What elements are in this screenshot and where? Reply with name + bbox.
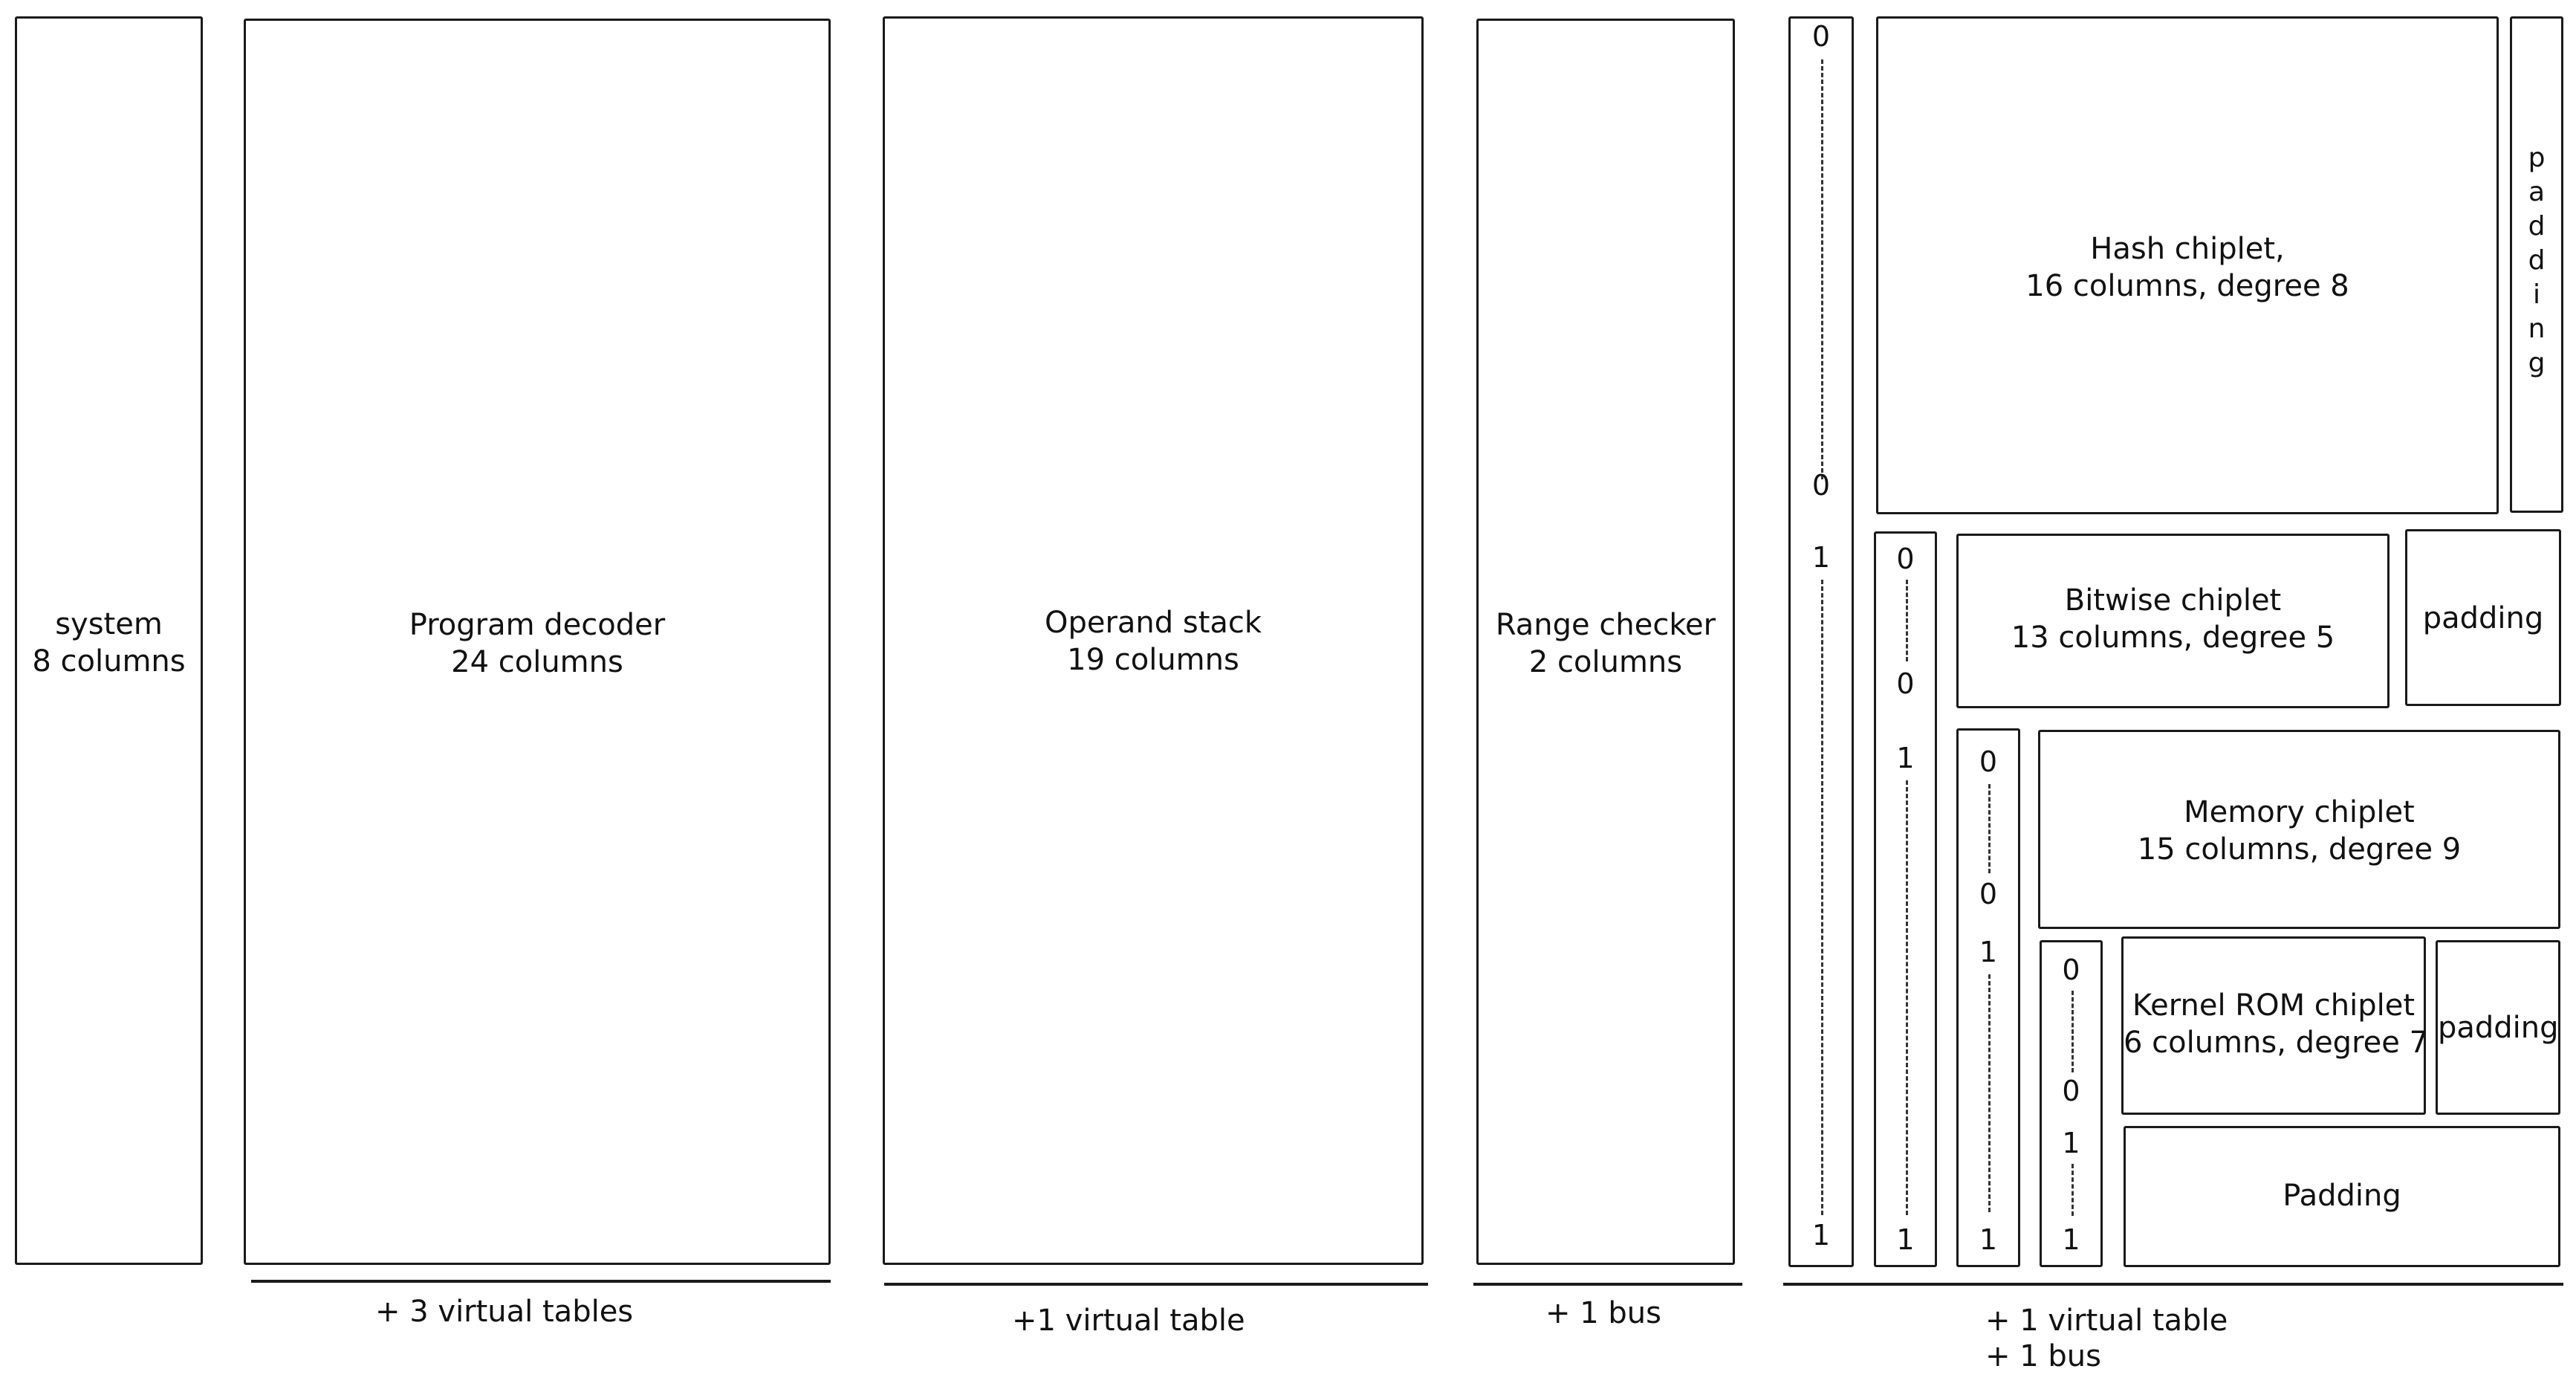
selector-2-dash-upper bbox=[1905, 580, 1908, 661]
range-annotation: + 1 bus bbox=[1545, 1296, 1661, 1330]
hash-padding: p a d d i n g bbox=[2510, 16, 2563, 513]
selector-2-top-value: 0 bbox=[1896, 543, 1915, 575]
selector-3-bottom-value: 1 bbox=[1979, 1223, 1998, 1256]
selector-2-dash-lower bbox=[1905, 780, 1908, 1215]
padding-letter: p bbox=[2528, 143, 2546, 173]
selector-3-dash-lower bbox=[1988, 974, 1991, 1212]
system-table-label: system 8 columns bbox=[17, 606, 201, 680]
program-decoder-columns: 24 columns bbox=[451, 645, 623, 679]
padding-letter: a bbox=[2528, 177, 2546, 207]
program-decoder-table: Program decoder 24 columns bbox=[244, 19, 831, 1265]
bitwise-chiplet-label: Bitwise chiplet 13 columns, degree 5 bbox=[1959, 582, 2387, 656]
hash-chiplet-columns: 16 columns, degree 8 bbox=[2025, 269, 2349, 303]
stack-annotation: +1 virtual table bbox=[1012, 1304, 1245, 1338]
range-checker-table: Range checker 2 columns bbox=[1476, 19, 1735, 1265]
bitwise-padding-label: padding bbox=[2422, 601, 2544, 635]
decoder-annotation: + 3 virtual tables bbox=[375, 1295, 634, 1329]
padding-letter: g bbox=[2528, 348, 2546, 378]
memory-chiplet-columns: 15 columns, degree 9 bbox=[2137, 832, 2462, 867]
hash-chiplet-label: Hash chiplet, 16 columns, degree 8 bbox=[1878, 230, 2496, 305]
selector-column-4: 0 0 1 1 bbox=[2040, 940, 2103, 1267]
padding-letter: d bbox=[2528, 211, 2546, 242]
decoder-underline bbox=[251, 1280, 831, 1283]
hash-chiplet-title: Hash chiplet, bbox=[2090, 232, 2285, 266]
selector-1-zero-value: 0 bbox=[1811, 469, 1831, 502]
kernel-rom-chiplet-columns: 6 columns, degree 7 bbox=[2124, 1026, 2429, 1060]
selector-2-one-value: 1 bbox=[1896, 742, 1915, 774]
bitwise-chiplet: Bitwise chiplet 13 columns, degree 5 bbox=[1956, 534, 2390, 708]
selector-3-zero-value: 0 bbox=[1979, 878, 1998, 910]
operand-stack-table: Operand stack 19 columns bbox=[883, 16, 1424, 1265]
hash-chiplet: Hash chiplet, 16 columns, degree 8 bbox=[1876, 16, 2499, 514]
selector-column-3: 0 0 1 1 bbox=[1956, 728, 2020, 1267]
selector-1-dash-upper bbox=[1821, 59, 1823, 479]
padding-letter: n bbox=[2528, 314, 2546, 344]
selector-1-dash-lower bbox=[1821, 580, 1823, 1215]
memory-chiplet-label: Memory chiplet 15 columns, degree 9 bbox=[2040, 794, 2558, 868]
chiplets-annotation-line2: + 1 bus bbox=[1985, 1339, 2101, 1373]
selector-4-dash-lower bbox=[2071, 1164, 2074, 1216]
program-decoder-label: Program decoder 24 columns bbox=[246, 606, 828, 681]
range-underline bbox=[1473, 1283, 1742, 1286]
program-decoder-title: Program decoder bbox=[409, 608, 666, 642]
selector-1-bottom-value: 1 bbox=[1811, 1219, 1831, 1252]
system-table-columns: 8 columns bbox=[32, 644, 186, 679]
bitwise-chiplet-columns: 13 columns, degree 5 bbox=[2011, 621, 2335, 655]
padding-letter: d bbox=[2528, 245, 2546, 276]
hash-padding-label: p a d d i n g bbox=[2512, 141, 2561, 381]
chiplets-annotation-line1: + 1 virtual table bbox=[1985, 1304, 2228, 1338]
system-table: system 8 columns bbox=[15, 16, 203, 1265]
memory-chiplet: Memory chiplet 15 columns, degree 9 bbox=[2038, 730, 2560, 929]
kernel-padding: padding bbox=[2436, 940, 2560, 1115]
selector-column-2: 0 0 1 1 bbox=[1874, 531, 1937, 1267]
selector-2-zero-value: 0 bbox=[1896, 667, 1915, 700]
bottom-padding: Padding bbox=[2124, 1126, 2560, 1267]
range-checker-label: Range checker 2 columns bbox=[1479, 606, 1733, 681]
selector-3-dash-upper bbox=[1988, 784, 1991, 873]
range-checker-columns: 2 columns bbox=[1528, 645, 1683, 679]
kernel-rom-chiplet-title: Kernel ROM chiplet bbox=[2132, 988, 2416, 1023]
stack-underline bbox=[884, 1283, 1428, 1286]
selector-column-1: 0 0 1 1 bbox=[1788, 16, 1854, 1267]
memory-chiplet-title: Memory chiplet bbox=[2184, 795, 2415, 829]
padding-letter: i bbox=[2532, 279, 2540, 310]
selector-3-one-value: 1 bbox=[1979, 936, 1998, 968]
selector-4-dash-upper bbox=[2071, 991, 2074, 1072]
system-table-title: system bbox=[55, 607, 163, 641]
bottom-padding-label: Padding bbox=[2283, 1179, 2401, 1213]
selector-4-bottom-value: 1 bbox=[2062, 1223, 2080, 1256]
selector-4-zero-value: 0 bbox=[2062, 1075, 2080, 1107]
selector-3-top-value: 0 bbox=[1979, 745, 1998, 778]
bitwise-chiplet-title: Bitwise chiplet bbox=[2064, 583, 2282, 618]
selector-4-top-value: 0 bbox=[2062, 954, 2080, 986]
operand-stack-title: Operand stack bbox=[1044, 606, 1262, 640]
operand-stack-label: Operand stack 19 columns bbox=[885, 604, 1421, 679]
kernel-rom-chiplet: Kernel ROM chiplet 6 columns, degree 7 bbox=[2121, 936, 2429, 1115]
chiplets-underline bbox=[1783, 1283, 2563, 1286]
selector-1-top-value: 0 bbox=[1811, 20, 1831, 53]
range-checker-title: Range checker bbox=[1495, 608, 1716, 642]
selector-4-one-value: 1 bbox=[2062, 1127, 2080, 1159]
kernel-rom-chiplet-label: Kernel ROM chiplet 6 columns, degree 7 bbox=[2124, 987, 2429, 1061]
selector-2-bottom-value: 1 bbox=[1896, 1223, 1915, 1256]
operand-stack-columns: 19 columns bbox=[1067, 643, 1239, 677]
bitwise-padding: padding bbox=[2405, 529, 2561, 706]
kernel-padding-label: padding bbox=[2438, 1011, 2559, 1045]
selector-1-one-value: 1 bbox=[1811, 541, 1831, 574]
